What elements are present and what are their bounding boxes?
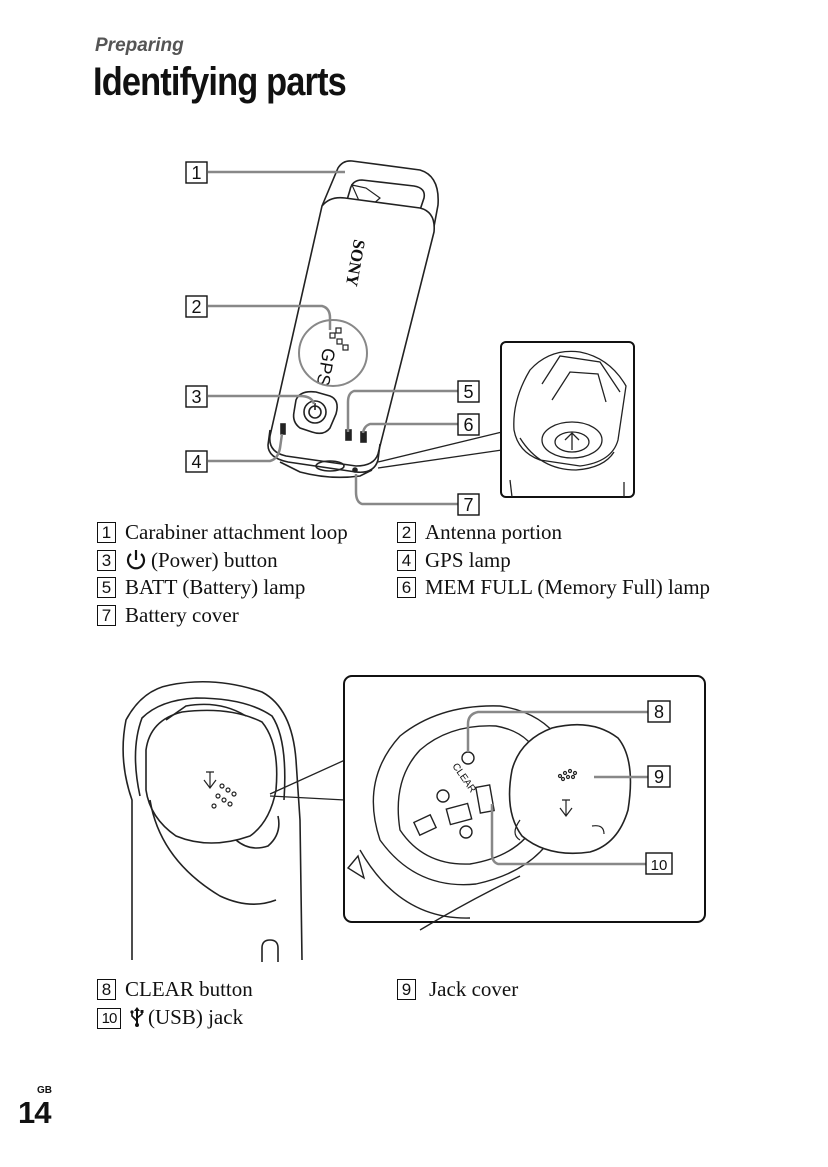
page-title: Identifying parts — [93, 60, 347, 104]
svg-text:6: 6 — [463, 415, 473, 435]
region-code: GB — [37, 1085, 52, 1096]
callout-1: 1 — [185, 161, 208, 184]
svg-text:1: 1 — [191, 163, 201, 183]
antenna-symbol-icon — [329, 327, 349, 351]
callout-3: 3 — [185, 385, 208, 408]
svg-text:7: 7 — [463, 495, 473, 515]
page-number: 14 — [18, 1095, 51, 1130]
device-top-view-illustration — [122, 681, 303, 962]
svg-text:10: 10 — [651, 857, 668, 874]
callout-7: 7 — [457, 493, 480, 516]
callout-boxes: 1 2 3 4 5 6 7 8 9 10 — [185, 161, 673, 875]
callout-10: 10 — [645, 852, 673, 875]
svg-text:9: 9 — [654, 767, 664, 787]
svg-text:4: 4 — [191, 452, 201, 472]
callout-9: 9 — [647, 765, 671, 788]
gps-device-illustration — [267, 160, 439, 479]
callout-6: 6 — [457, 413, 480, 436]
battery-compartment-inset — [500, 341, 635, 498]
section-label: Preparing — [95, 35, 184, 56]
callout-5: 5 — [457, 380, 480, 403]
power-icon — [126, 549, 146, 569]
callout-2: 2 — [185, 295, 208, 318]
svg-text:3: 3 — [191, 387, 201, 407]
callout-4: 4 — [185, 450, 208, 473]
legend-item-10: 10(USB) jack — [97, 1004, 243, 1032]
callout-leaders-fig2 — [466, 710, 648, 866]
svg-text:2: 2 — [191, 297, 201, 317]
svg-text:5: 5 — [463, 382, 473, 402]
callout-leaders-fig1 — [208, 170, 459, 506]
usb-icon — [130, 1006, 144, 1027]
callout-8: 8 — [647, 700, 671, 723]
svg-text:8: 8 — [654, 702, 664, 722]
jack-compartment-inset: CLEAR — [343, 675, 706, 931]
legend-item-3: 3(Power) button — [97, 547, 278, 575]
